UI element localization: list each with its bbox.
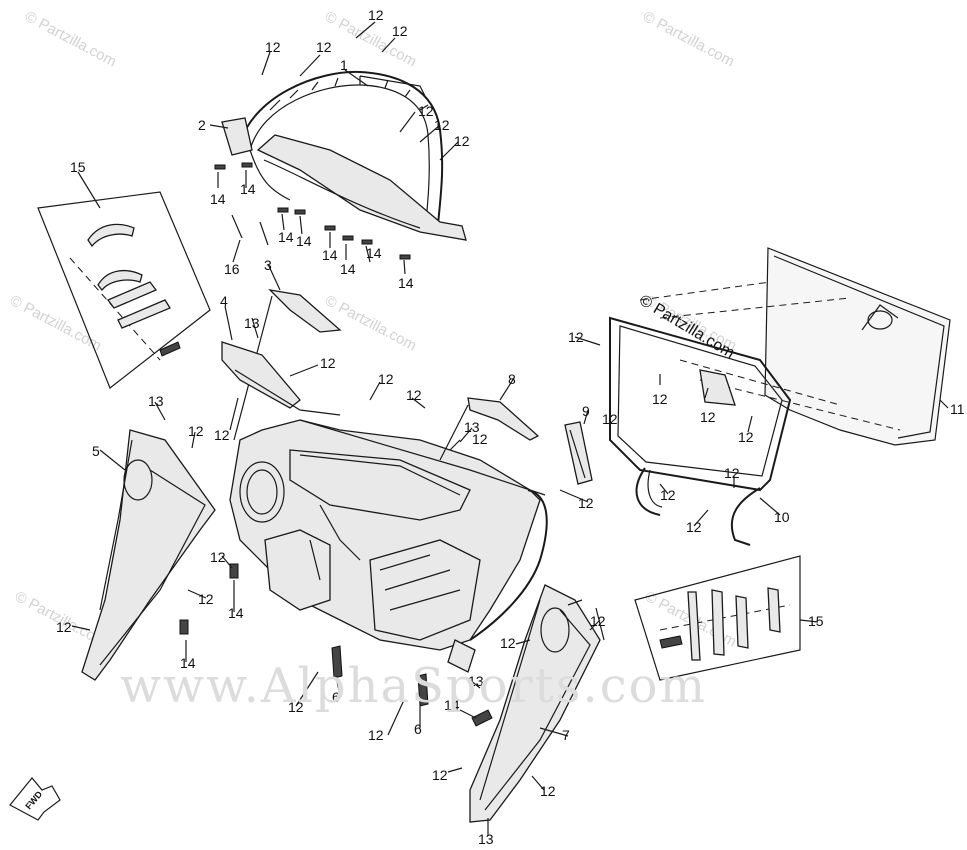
clips-6 <box>229 563 493 727</box>
callout: 14 <box>228 605 244 621</box>
callout: 14 <box>444 697 460 713</box>
callout: 12 <box>418 103 434 119</box>
callout: 12 <box>188 423 204 439</box>
main-storage-body <box>229 419 548 673</box>
callout: 14 <box>180 655 196 671</box>
callout: 12 <box>265 39 281 55</box>
callout: 12 <box>378 371 394 387</box>
callout: 13 <box>464 419 480 435</box>
callout: 12 <box>540 783 556 799</box>
callout: 12 <box>198 591 214 607</box>
callout: 1 <box>340 57 348 73</box>
brand-watermark: www.AlphaSports.com <box>120 658 708 714</box>
callout: 2 <box>198 117 206 133</box>
callout: 12 <box>56 619 72 635</box>
callout: 13 <box>478 831 494 847</box>
callout: 12 <box>392 23 408 39</box>
callout: 12 <box>602 411 618 427</box>
callout: 12 <box>472 431 488 447</box>
callout: 14 <box>398 275 414 291</box>
callout: 8 <box>508 371 516 387</box>
callout: 14 <box>340 261 356 277</box>
clip-row-top <box>214 162 411 260</box>
callout: 12 <box>214 427 230 443</box>
callout: 6 <box>332 689 340 705</box>
callout: 15 <box>808 613 824 629</box>
callout: 12 <box>660 487 676 503</box>
callout: 12 <box>316 39 332 55</box>
tray-10 <box>609 316 792 546</box>
callout: 12 <box>700 409 716 425</box>
callout: 12 <box>454 133 470 149</box>
callout: 12 <box>368 727 384 743</box>
callout: 12 <box>320 355 336 371</box>
callout: 12 <box>368 7 384 23</box>
callout: 12 <box>590 613 606 629</box>
callout: 14 <box>278 229 294 245</box>
clip-kit-right <box>634 555 801 681</box>
callout: 16 <box>224 261 240 277</box>
strip-9 <box>564 421 593 485</box>
callout: 4 <box>220 293 228 309</box>
callout: 12 <box>500 635 516 651</box>
leader-lines <box>71 21 949 836</box>
callout: 12 <box>210 549 226 565</box>
callout: 10 <box>774 509 790 525</box>
callout: 12 <box>738 429 754 445</box>
callout: 12 <box>568 329 584 345</box>
callout: 12 <box>288 699 304 715</box>
callout: 13 <box>468 673 484 689</box>
callout: 14 <box>296 233 312 249</box>
callout: 14 <box>240 181 256 197</box>
callout: 11 <box>950 401 965 417</box>
callout: 12 <box>686 519 702 535</box>
callout: 12 <box>434 117 450 133</box>
inner-panel-upper <box>221 289 342 441</box>
callout: 7 <box>562 727 570 743</box>
callout: 14 <box>322 247 338 263</box>
callout: 13 <box>148 393 164 409</box>
callout: 14 <box>210 191 226 207</box>
callout: 12 <box>578 495 594 511</box>
fender-upper-part <box>221 70 467 241</box>
callout: 9 <box>582 403 590 419</box>
side-panel-left <box>81 429 216 681</box>
callout: 12 <box>406 387 422 403</box>
callout: 15 <box>70 159 86 175</box>
forward-arrow <box>9 777 61 821</box>
callout: 6 <box>414 721 422 737</box>
side-panel-right <box>469 584 601 823</box>
callout: 3 <box>264 257 272 273</box>
callout-labels: 12 12 12 12 1 2 12 12 12 14 14 14 14 14 … <box>23 7 964 847</box>
lid-11 <box>639 247 951 446</box>
clip-kit-left <box>37 191 211 389</box>
callout: 5 <box>92 443 100 459</box>
bracket-8 <box>439 397 540 461</box>
callout: 12 <box>652 391 668 407</box>
callout: 13 <box>244 315 260 331</box>
callout: 12 <box>432 767 448 783</box>
callout: 14 <box>366 245 382 261</box>
callout: 12 <box>724 465 740 481</box>
